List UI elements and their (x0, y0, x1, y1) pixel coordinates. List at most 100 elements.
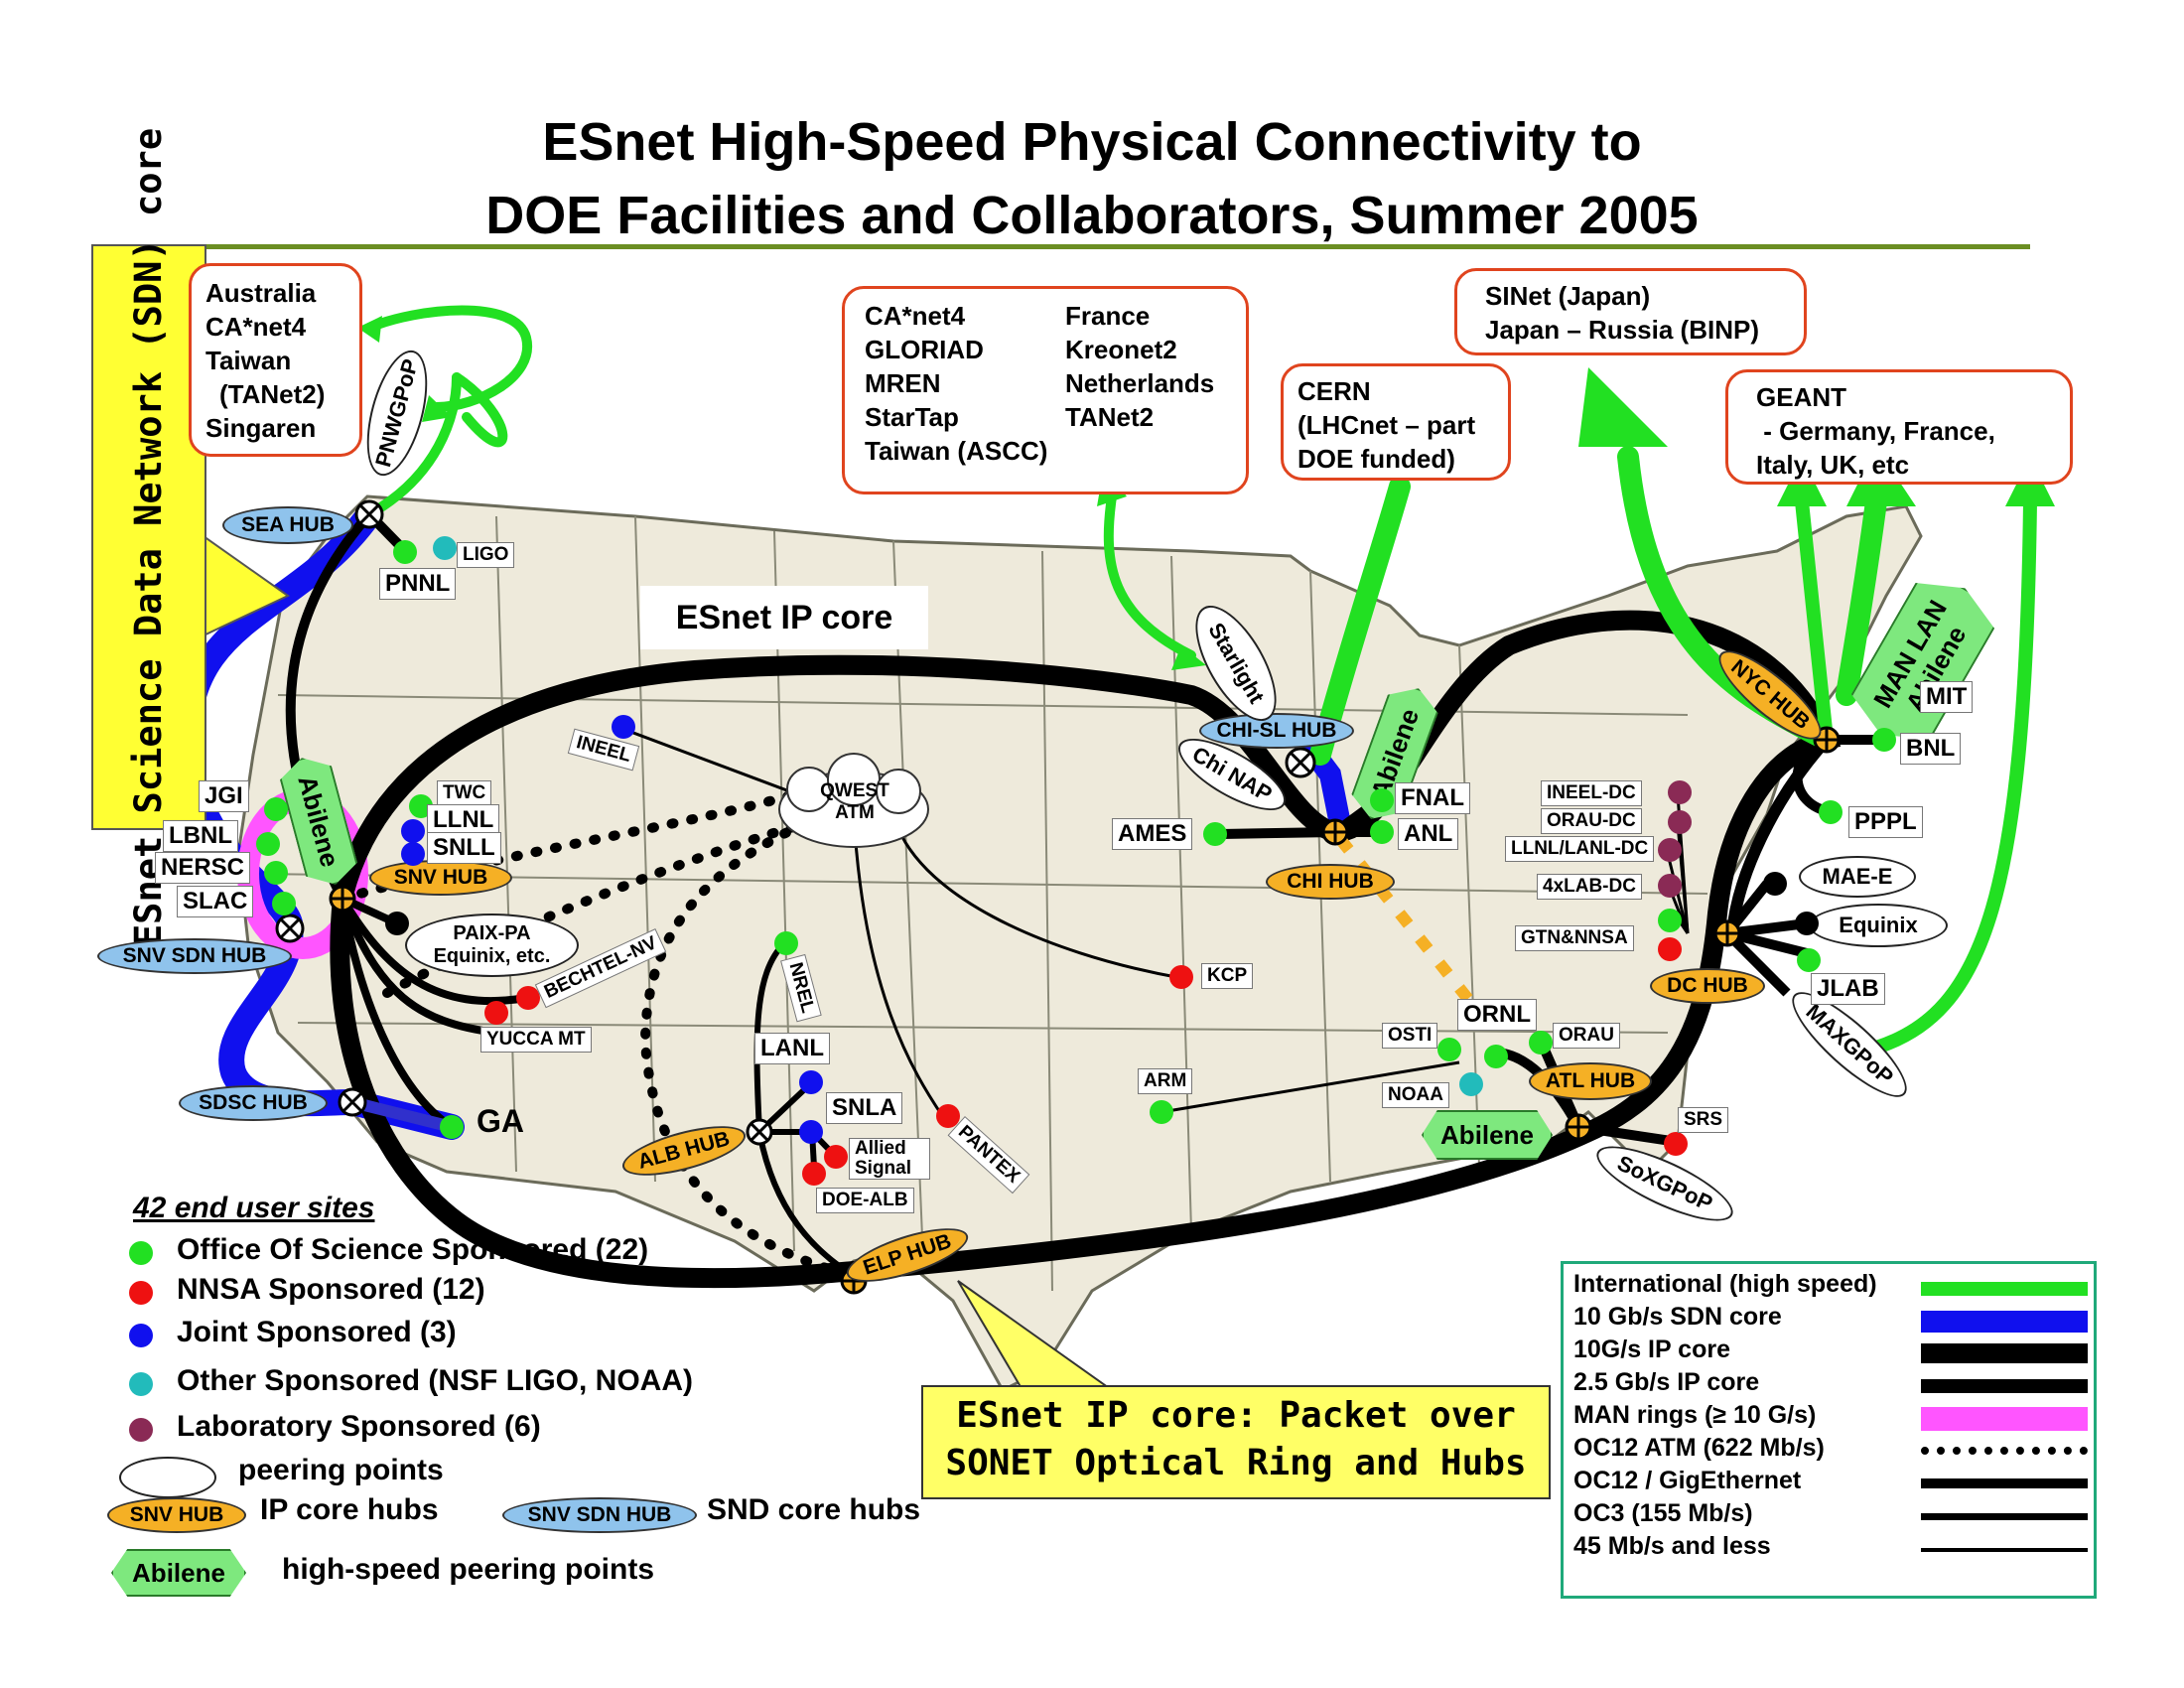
abilene-atl[interactable]: Abilene (1422, 1110, 1553, 1160)
legend-label-other: Other Sponsored (NSF LIGO, NOAA) (177, 1364, 694, 1397)
ip-link-nyc-dc (1726, 735, 1832, 934)
site-dot-paix[interactable] (385, 912, 409, 935)
hub-marker-atl (1565, 1113, 1592, 1141)
site-dot-nersc[interactable] (264, 861, 288, 885)
legend-label-joint: Joint Sponsored (3) (177, 1316, 457, 1348)
site-dot-doe-alb[interactable] (802, 1162, 826, 1186)
site-dot-ames[interactable] (1203, 822, 1227, 846)
site-dot-kcp[interactable] (1169, 965, 1193, 989)
site-dot-nnsa[interactable] (1658, 937, 1682, 961)
qwest-line: ATM (835, 802, 875, 823)
site-dot-fnal[interactable] (1370, 788, 1394, 812)
site-dot-yucca[interactable] (484, 1001, 508, 1025)
site-label-ligo: LIGO (457, 542, 515, 568)
site-dot-lbnl[interactable] (256, 832, 280, 856)
site-dot-ornl[interactable] (1484, 1045, 1508, 1068)
hub-dc[interactable]: DC HUB (1650, 968, 1765, 1004)
hub-sea[interactable]: SEA HUB (222, 506, 353, 544)
site-dot-arm[interactable] (1150, 1100, 1173, 1124)
site-dot-ligo[interactable] (433, 536, 457, 560)
legend-dot-office-science (129, 1241, 153, 1265)
hub-atl[interactable]: ATL HUB (1529, 1062, 1652, 1100)
site-dot-gtn[interactable] (1658, 909, 1682, 932)
callout-sinet-line: SINet (Japan) (1485, 281, 1651, 311)
international-links (364, 305, 2037, 1055)
link-key-line (1921, 1407, 2088, 1431)
link-key-line (1921, 1343, 2088, 1363)
site-label-ineel-dc: INEEL-DC (1541, 780, 1642, 806)
site-dot-orau[interactable] (1529, 1031, 1553, 1055)
callout-pacific: Australia CA*net4 Taiwan (TANet2) Singar… (189, 263, 362, 457)
site-dot-pnnl[interactable] (393, 540, 417, 564)
site-label-gtn-nnsa: GTN&NNSA (1515, 925, 1634, 951)
site-label-slac: SLAC (177, 886, 254, 917)
peer-equinix[interactable]: Equinix (1809, 904, 1948, 947)
site-label-4xlab-dc: 4xLAB-DC (1537, 874, 1642, 900)
legend-dot-laboratory (129, 1418, 153, 1442)
callout-starlight-line: Netherlands (1065, 368, 1215, 398)
ip-core-note-line: SONET Optical Ring and Hubs (945, 1443, 1527, 1483)
sdn-core-label-box: ESnet Science Data Network (SDN) core (91, 128, 206, 946)
site-dot-snll[interactable] (401, 842, 425, 866)
site-dot-ga[interactable] (440, 1115, 464, 1139)
site-label-srs: SRS (1678, 1107, 1729, 1133)
site-label-noaa: NOAA (1382, 1082, 1449, 1108)
hub-snv[interactable]: SNV HUB (369, 860, 512, 896)
callout-pacific-line: Singaren (205, 413, 317, 443)
site-label-llnl-lanl-dc: LLNL/LANL-DC (1505, 836, 1655, 862)
site-dot-equinix[interactable] (1795, 912, 1819, 935)
hub-marker-chisl (1285, 747, 1316, 778)
callout-sinet: SINet (Japan) Japan – Russia (BINP) (1454, 268, 1807, 355)
site-dot-srs[interactable] (1664, 1132, 1688, 1156)
callout-pacific-line: CA*net4 (205, 312, 307, 342)
site-dot-anl[interactable] (1370, 820, 1394, 844)
hub-snv-sdn[interactable]: SNV SDN HUB (97, 938, 292, 974)
legend-dot-joint (129, 1324, 153, 1347)
site-dot-jgi[interactable] (264, 797, 288, 821)
peer-paix[interactable]: PAIX-PA Equinix, etc. (405, 914, 579, 977)
hub-chi-sl[interactable]: CHI-SL HUB (1199, 713, 1354, 749)
site-label-yucca: YUCCA MT (480, 1027, 592, 1053)
site-label-arm: ARM (1138, 1068, 1193, 1094)
site-dot-allied[interactable] (824, 1145, 848, 1169)
link-key-label: 2.5 Gb/s IP core (1573, 1368, 1760, 1396)
site-label-ga: GA (477, 1103, 524, 1139)
site-dot-ineel-dc[interactable] (1668, 780, 1692, 804)
callout-geant-line: Italy, UK, etc (1756, 450, 1910, 480)
site-dot-bnl[interactable] (1872, 728, 1896, 752)
callout-sinet-line: Japan – Russia (BINP) (1485, 315, 1759, 345)
hub-marker-alb (746, 1118, 773, 1146)
site-dot-llnl-lanl-dc[interactable] (1658, 838, 1682, 862)
title-line-1: ESnet High-Speed Physical Connectivity t… (542, 112, 1642, 172)
callout-geant-line: GEANT (1756, 382, 1846, 412)
callout-pacific-line: Australia (205, 278, 317, 308)
site-label-kcp: KCP (1201, 963, 1254, 989)
site-dot-bechtel[interactable] (516, 986, 540, 1010)
site-dot-orau-dc[interactable] (1668, 810, 1692, 834)
site-dot-jlab[interactable] (1797, 948, 1821, 972)
site-label-snll: SNLL (427, 832, 501, 864)
legend-label-laboratory: Laboratory Sponsored (6) (177, 1410, 541, 1443)
site-dot-nrel[interactable] (774, 931, 798, 955)
site-dot-ineel[interactable] (612, 715, 635, 739)
peer-qwest-atm[interactable]: QWEST ATM (800, 780, 909, 824)
site-dot-llnl[interactable] (401, 819, 425, 843)
site-dot-noaa[interactable] (1459, 1072, 1483, 1096)
site-dot-osti[interactable] (1437, 1038, 1461, 1061)
site-dot-lanl[interactable] (799, 1070, 823, 1094)
site-dot-4xlab-dc[interactable] (1658, 874, 1682, 898)
site-dot-pppl[interactable] (1819, 800, 1843, 824)
site-dot-slac[interactable] (272, 892, 296, 915)
hub-chi[interactable]: CHI HUB (1266, 864, 1395, 900)
site-label-allied: Allied Signal (849, 1138, 930, 1180)
hub-marker-dc (1713, 919, 1741, 947)
site-dot-snla[interactable] (799, 1120, 823, 1144)
legend-sdn-hub-sample: SNV SDN HUB (502, 1497, 697, 1533)
hub-sdsc[interactable]: SDSC HUB (179, 1085, 328, 1121)
peer-mae-e[interactable]: MAE-E (1799, 856, 1916, 898)
site-label-nersc: NERSC (155, 852, 251, 884)
site-label-twc: TWC (437, 780, 492, 806)
thin-links (624, 728, 1690, 1118)
site-dot-mae-e[interactable] (1763, 872, 1787, 896)
peer-paix-line: Equinix, etc. (433, 945, 551, 967)
